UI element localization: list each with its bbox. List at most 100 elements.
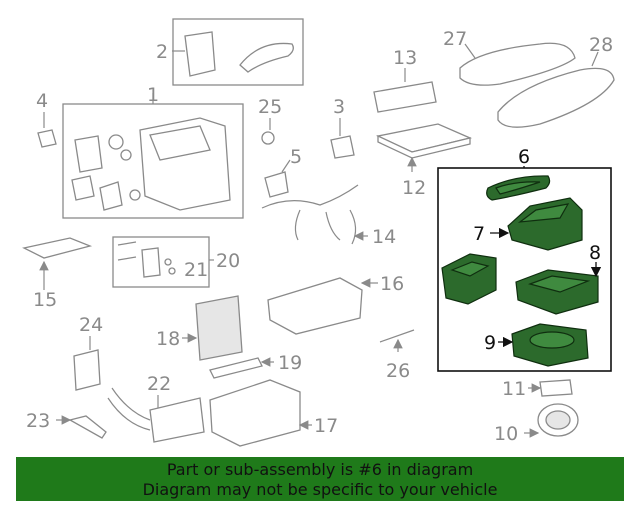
callout-22: 22: [147, 373, 171, 395]
part-14-group: 14: [261, 184, 396, 248]
part-25-sensor: [261, 131, 275, 145]
banner-line-2: Diagram may not be specific to your vehi…: [142, 480, 498, 499]
part-3-group: 3: [330, 96, 355, 159]
part-22-pipes: [107, 387, 151, 431]
callout-11: 11: [502, 378, 526, 400]
part-20-oring-2: [168, 267, 176, 275]
callout-17: 17: [314, 415, 338, 437]
callout-3: 3: [333, 96, 345, 118]
part-6-assembly[interactable]: 6 7 8 9: [437, 146, 612, 372]
part-16-group: 16: [267, 273, 404, 335]
part-6-top-seal-inner: [495, 181, 541, 195]
callout-27: 27: [443, 28, 467, 50]
callout-10: 10: [494, 423, 518, 445]
part-1-door-plate: [74, 135, 103, 173]
part-24-cover: [73, 349, 101, 391]
part-18-evaporator: [195, 295, 243, 361]
callout-18: 18: [156, 328, 180, 350]
callout-12: 12: [402, 177, 426, 199]
part-10-motor-hub: [545, 410, 571, 430]
callout-24: 24: [79, 314, 103, 336]
part-20-frame: [112, 236, 210, 288]
part-1-actuator: [99, 181, 123, 211]
part-20-group: 20 21: [112, 236, 240, 288]
part-28-duct: [497, 67, 615, 128]
callout-8: 8: [589, 242, 601, 264]
info-banner: Part or sub-assembly is #6 in diagram Di…: [16, 457, 624, 501]
part-27-leader: [464, 43, 476, 59]
callout-19: 19: [278, 352, 302, 374]
callout-23: 23: [26, 410, 50, 432]
part-25-group: 25: [258, 96, 282, 145]
part-12-filter-edge: [377, 134, 471, 159]
part-4-clip: [37, 129, 57, 148]
part-1-gear: [108, 134, 124, 150]
part-2-group: 2: [156, 18, 304, 86]
part-27-duct: [459, 42, 576, 86]
part-15-group: 15: [22, 237, 93, 311]
callout-1: 1: [147, 84, 159, 106]
part-10-group: 10: [494, 403, 579, 445]
part-11-group: 11: [502, 378, 573, 400]
part-5-group: 5: [264, 146, 302, 198]
part-14-harness: [261, 184, 359, 245]
part-1-clip: [129, 189, 141, 201]
callout-26: 26: [386, 360, 410, 382]
part-5-leader: [281, 159, 291, 173]
part-1-bracket: [71, 175, 95, 201]
part-4-group: 4: [36, 90, 57, 148]
part-1-group: 1: [62, 84, 244, 219]
part-3-actuator: [330, 135, 355, 159]
part-20-bolt-2: [117, 256, 137, 261]
callout-4: 4: [36, 90, 48, 112]
part-20-valve: [141, 247, 161, 278]
part-27-group: 27: [443, 28, 576, 86]
callout-5: 5: [290, 146, 302, 168]
part-26-bolt: [379, 329, 415, 343]
callout-2: 2: [156, 41, 168, 63]
part-6-lower-housing-top: [528, 275, 591, 293]
callout-14: 14: [372, 226, 396, 248]
part-6-side-duct: [441, 253, 497, 305]
callout-28: 28: [589, 34, 613, 56]
part-28-group: 28: [497, 34, 615, 128]
callout-7: 7: [473, 223, 485, 245]
part-13-group: 13: [373, 47, 437, 113]
part-28-leader: [591, 51, 599, 67]
part-2-gasket: [239, 42, 294, 73]
callout-13: 13: [393, 47, 417, 69]
part-15-panel: [22, 237, 93, 259]
part-2-frame: [172, 18, 304, 86]
part-23-sensor: [68, 415, 107, 439]
part-22-group: 22: [107, 373, 205, 443]
part-20-oring: [164, 258, 172, 266]
callout-20: 20: [216, 250, 240, 272]
part-18-group: 18: [156, 295, 243, 361]
part-16-housing: [267, 277, 363, 335]
banner-line-1: Part or sub-assembly is #6 in diagram: [166, 460, 474, 479]
part-6-side-duct-face: [450, 261, 490, 277]
part-24-group: 24: [73, 314, 103, 391]
part-26-group: 26: [379, 329, 415, 382]
part-1-case-upper: [149, 125, 211, 161]
callout-25: 25: [258, 96, 282, 118]
part-23-group: 23: [26, 410, 107, 439]
part-17-lower-case: [209, 379, 301, 447]
part-1-gear-small: [120, 149, 132, 161]
callout-16: 16: [380, 273, 404, 295]
callout-21: 21: [184, 259, 208, 281]
part-20-bolt: [117, 241, 137, 246]
part-12-group: 12: [375, 123, 473, 199]
callout-6: 6: [518, 146, 530, 168]
part-19-seal: [209, 357, 263, 379]
part-6-blower-opening: [529, 331, 575, 349]
parts-diagram: 2 1 4 25 3 5 13: [22, 18, 615, 447]
part-5-actuator: [264, 171, 289, 198]
callout-9: 9: [484, 332, 496, 354]
callout-15: 15: [33, 289, 57, 311]
part-11-resistor: [539, 379, 573, 397]
part-19-group: 19: [209, 352, 302, 379]
part-22-heater-core: [149, 397, 205, 443]
part-6-upper-housing: [507, 197, 583, 251]
part-6-upper-housing-lid: [517, 203, 570, 223]
